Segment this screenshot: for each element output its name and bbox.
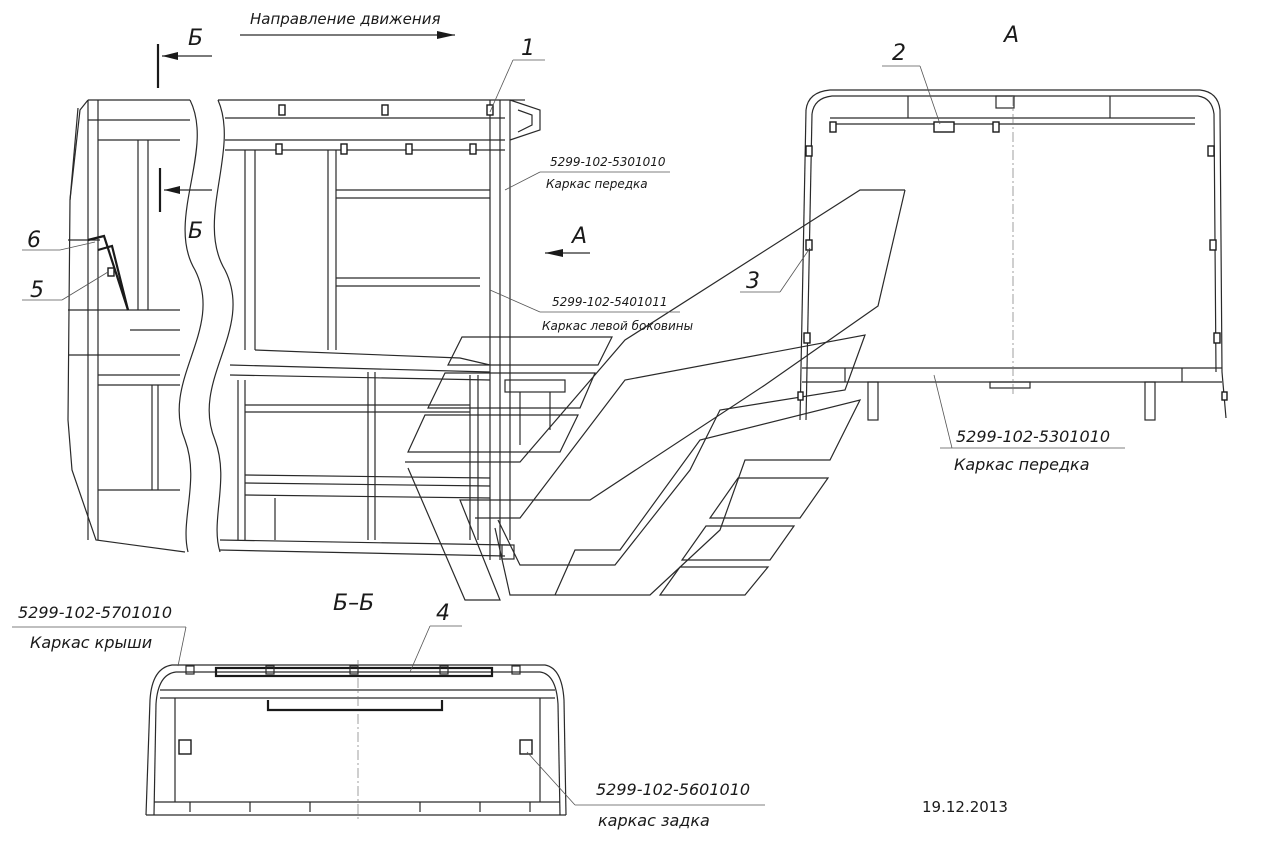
- roof-name: Каркас крыши: [30, 633, 152, 652]
- section-bb-rear: Б–Б 4 5299-102-5701010 Ка: [12, 591, 765, 830]
- direction-arrow-icon: [437, 31, 455, 39]
- view-a-title: А: [1002, 23, 1019, 48]
- front-frame-name: Каркас передка: [546, 177, 648, 191]
- top-clips: [275, 104, 494, 155]
- view-front-code: 5299-102-5301010: [956, 427, 1110, 446]
- callout-4: 4: [436, 601, 450, 626]
- drawing-date: 19.12.2013: [922, 798, 1008, 816]
- view-letter-side: А: [570, 224, 587, 249]
- section-marker-bottom: Б: [158, 168, 212, 244]
- callout-6: 6: [27, 228, 41, 253]
- callout-2: 2: [892, 41, 906, 66]
- section-marker-top: Б: [156, 26, 212, 88]
- front-frame-code: 5299-102-5301010: [550, 155, 666, 169]
- view-marker-a: А: [545, 224, 590, 257]
- direction-indicator: Направление движения: [240, 10, 455, 39]
- roof-code: 5299-102-5701010: [18, 603, 172, 622]
- rear-code: 5299-102-5601010: [596, 780, 750, 799]
- side-labels: 1 5299-102-5301010 Каркас передка 5299-1…: [22, 36, 693, 333]
- section-letter-top: Б: [188, 26, 203, 51]
- direction-label: Направление движения: [250, 10, 440, 28]
- view-a-front-frame: А 2 3 5299: [740, 23, 1228, 474]
- left-side-name: Каркас левой боковины: [542, 319, 693, 333]
- section-arrow-icon: [164, 186, 180, 194]
- side-view-frame: [67, 99, 566, 560]
- left-side-code: 5299-102-5401011: [552, 295, 668, 309]
- rear-name: каркас задка: [598, 811, 710, 830]
- view-arrow-icon: [545, 249, 563, 257]
- callout-1: 1: [521, 36, 535, 61]
- callout-3: 3: [746, 269, 760, 294]
- callout-5: 5: [30, 278, 44, 303]
- section-title: Б–Б: [333, 591, 374, 616]
- section-arrow-icon: [162, 52, 178, 60]
- side-panels: [405, 189, 906, 601]
- bracket-part-5-6: [87, 234, 130, 311]
- section-letter-bottom: Б: [188, 219, 203, 244]
- view-front-name: Каркас передка: [954, 455, 1090, 474]
